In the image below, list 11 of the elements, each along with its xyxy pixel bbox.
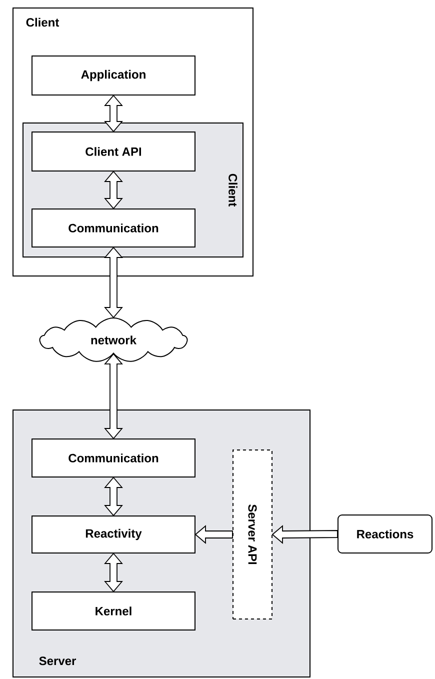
process-box: Communication [32,208,196,248]
network-cloud: network [39,318,188,362]
process-box: Reactivity [32,516,196,554]
process-box: Kernel [32,592,196,630]
input-box: Reactions [338,514,432,554]
process-box: Application [32,56,196,96]
api-box: Server API [232,450,272,620]
process-box: Communication [32,438,196,478]
block-arrow [194,525,233,544]
process-box: Client API [32,132,196,172]
block-arrow [272,525,338,544]
